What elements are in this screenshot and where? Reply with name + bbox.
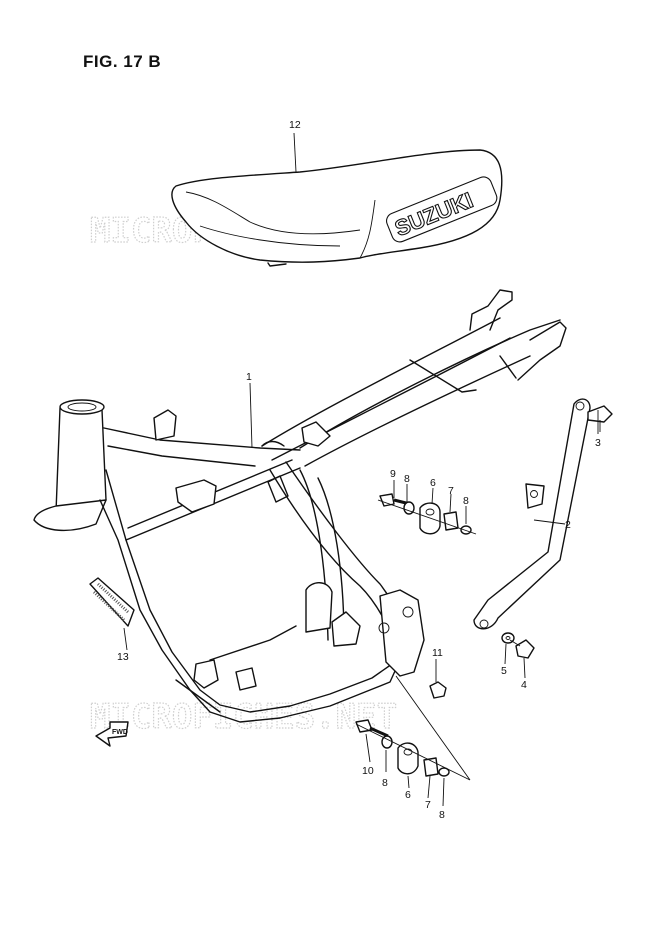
- forward-label: FWD: [112, 729, 128, 736]
- callout-7-lower: 7: [425, 799, 431, 811]
- callout-2: 2: [565, 519, 571, 531]
- callout-6-upper: 6: [430, 477, 436, 489]
- callout-6-lower: 6: [405, 789, 411, 801]
- callout-5: 5: [501, 665, 507, 677]
- callout-7-upper: 7: [448, 485, 454, 497]
- callout-13: 13: [117, 651, 129, 663]
- leader-lines: [123, 132, 599, 807]
- callout-8-lower-a: 8: [382, 777, 388, 789]
- bolt-part-3[interactable]: [587, 405, 613, 432]
- watermark-bottom: MICROFICHES.NET: [90, 697, 397, 737]
- callout-1: 1: [246, 371, 252, 383]
- callout-9: 9: [390, 468, 396, 480]
- frame-part[interactable]: [33, 289, 567, 723]
- seat-part[interactable]: SUZUKI: [171, 149, 503, 267]
- frame-cover-plate[interactable]: [89, 577, 135, 627]
- figure-title: FIG. 17 B: [83, 52, 162, 71]
- mount-hardware-lower[interactable]: [355, 675, 471, 781]
- callout-4: 4: [521, 679, 527, 691]
- callout-8-lower-b: 8: [439, 809, 445, 821]
- callout-8-upper-b: 8: [463, 495, 469, 507]
- mount-hardware-upper[interactable]: [377, 493, 477, 535]
- callout-8-upper-a: 8: [404, 473, 410, 485]
- callout-10: 10: [362, 765, 374, 777]
- callout-3: 3: [595, 437, 601, 449]
- forward-arrow-icon: FWD: [95, 721, 129, 747]
- nut-part-11[interactable]: [429, 681, 447, 699]
- bolt-part-4[interactable]: [509, 639, 535, 659]
- callout-12: 12: [289, 119, 301, 131]
- callout-11: 11: [432, 647, 443, 659]
- stay-part[interactable]: [473, 398, 591, 630]
